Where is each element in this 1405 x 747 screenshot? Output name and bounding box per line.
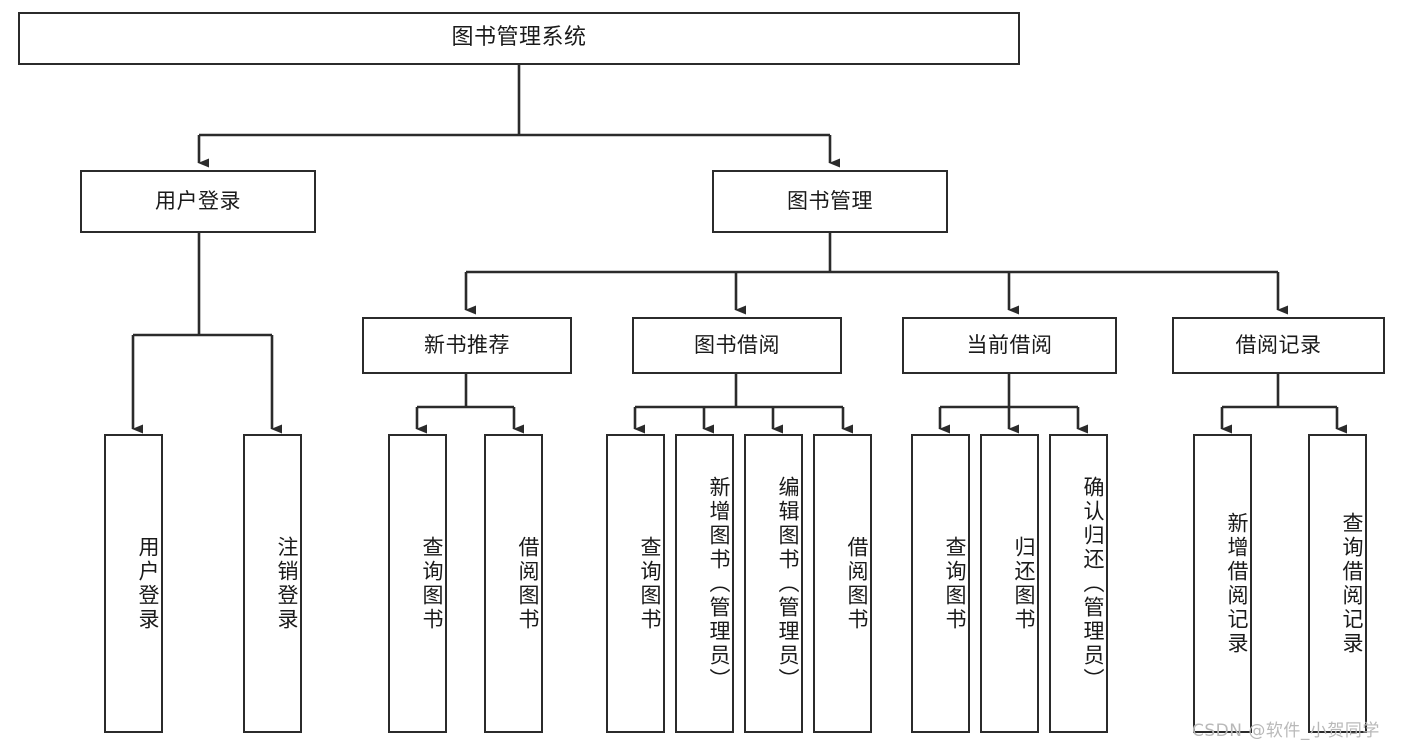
csdn-watermark: CSDN @软件_小贺同学 [1192,721,1380,741]
node-label: 图书管理系统 [451,25,587,51]
node-book-borrow[interactable]: 图书借阅 [632,317,842,374]
node-label: 借阅图书 [845,535,869,632]
node-label: 新增借阅记录 [1225,511,1249,656]
node-current-borrow[interactable]: 当前借阅 [902,317,1117,374]
node-leaf-borrow-book-borrow[interactable]: 借阅图书 [813,434,872,733]
node-leaf-add-borrow-record[interactable]: 新增借阅记录 [1193,434,1252,733]
node-label: 查询图书 [638,535,662,632]
node-label: 当前借阅 [966,332,1053,357]
node-label: 确认归还（管理员） [1081,475,1105,692]
node-label: 借阅记录 [1235,332,1322,357]
node-leaf-edit-book-admin[interactable]: 编辑图书（管理员） [744,434,803,733]
node-label: 新书推荐 [424,332,510,357]
node-leaf-logout-login[interactable]: 注销登录 [243,434,302,733]
node-label: 用户登录 [136,535,160,632]
node-label: 查询图书 [943,535,967,632]
node-book-management[interactable]: 图书管理 [712,170,948,233]
node-label: 图书管理 [787,188,873,213]
node-borrow-record[interactable]: 借阅记录 [1172,317,1385,374]
node-leaf-query-borrow-record[interactable]: 查询借阅记录 [1308,434,1367,733]
node-label: 归还图书 [1012,535,1036,632]
node-leaf-return-book[interactable]: 归还图书 [980,434,1039,733]
node-label: 编辑图书（管理员） [776,475,800,692]
node-leaf-user-login[interactable]: 用户登录 [104,434,163,733]
node-user-login[interactable]: 用户登录 [80,170,316,233]
node-label: 借阅图书 [516,535,540,632]
node-leaf-query-book-current[interactable]: 查询图书 [911,434,970,733]
node-label: 注销登录 [275,535,299,632]
node-label: 图书借阅 [694,332,780,357]
node-leaf-query-book-recommend[interactable]: 查询图书 [388,434,447,733]
node-label: 查询图书 [420,535,444,632]
node-leaf-add-book-admin[interactable]: 新增图书（管理员） [675,434,734,733]
node-label: 新增图书（管理员） [707,475,731,692]
node-leaf-query-book-borrow[interactable]: 查询图书 [606,434,665,733]
node-label: 查询借阅记录 [1340,511,1364,656]
node-label: 用户登录 [155,188,241,213]
node-leaf-borrow-book-recommend[interactable]: 借阅图书 [484,434,543,733]
node-leaf-confirm-return-admin[interactable]: 确认归还（管理员） [1049,434,1108,733]
node-new-book-recommend[interactable]: 新书推荐 [362,317,572,374]
node-root-book-management-system[interactable]: 图书管理系统 [18,12,1020,65]
